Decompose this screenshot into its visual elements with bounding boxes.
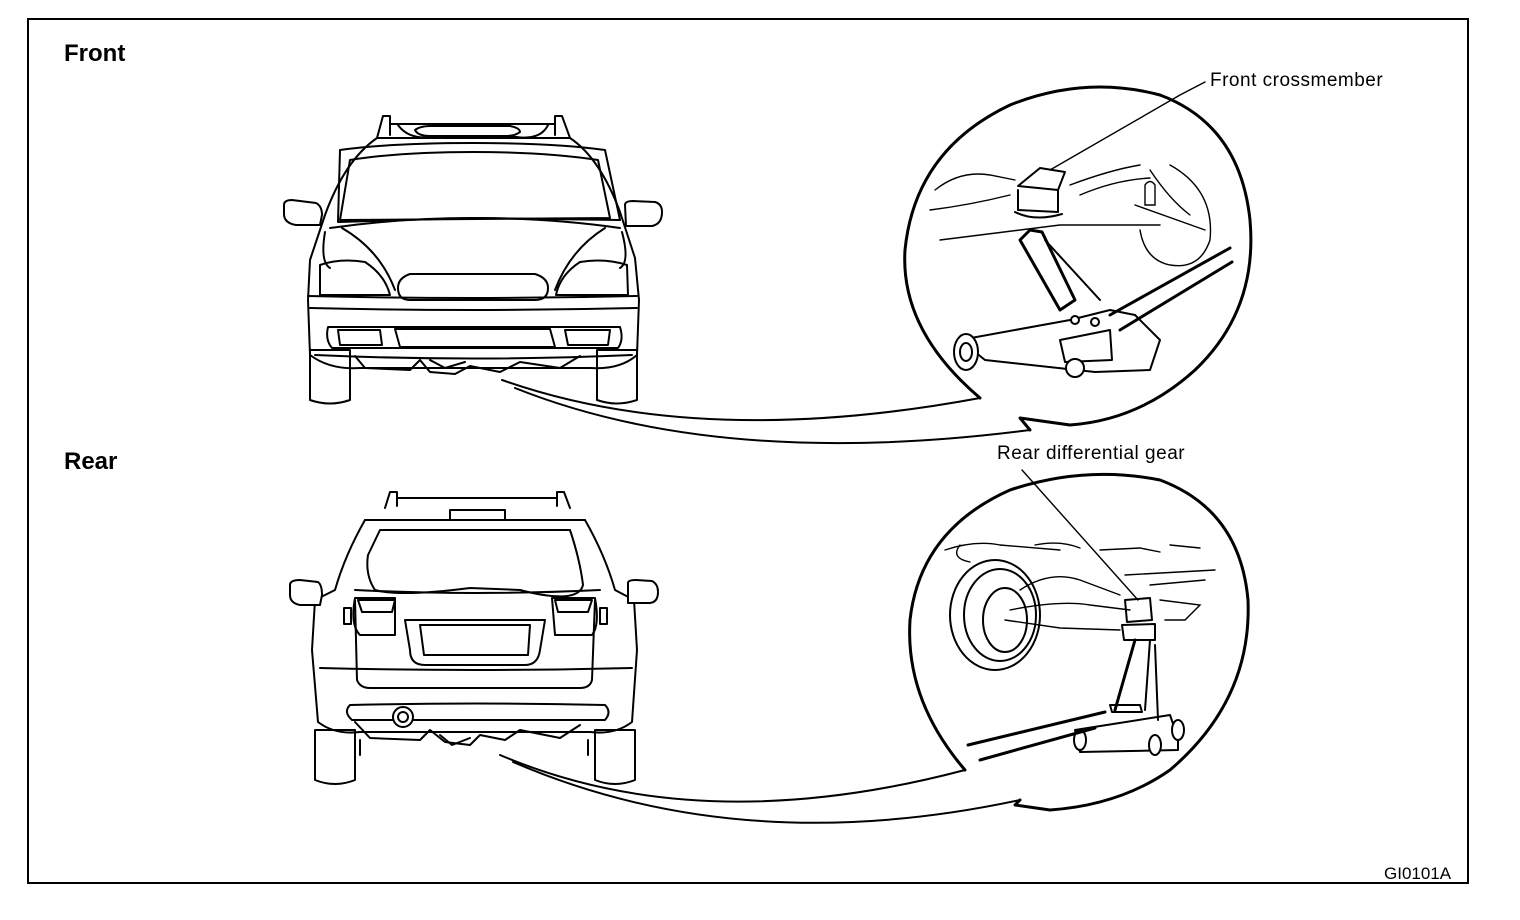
car-front-view-icon <box>284 116 662 404</box>
rear-pointer <box>500 755 965 802</box>
rear-differential-callout: Rear differential gear <box>997 443 1186 464</box>
front-section-title: Front <box>64 40 126 67</box>
front-crossmember-callout: Front crossmember <box>1210 70 1384 91</box>
floor-jack-front-crossmember-detail <box>905 82 1251 430</box>
car-rear-view-icon <box>290 492 658 784</box>
front-pointer <box>502 380 980 420</box>
floor-jack-rear-differential-detail <box>910 470 1249 810</box>
figure-id: GI0101A <box>1384 864 1452 883</box>
figure-frame <box>27 18 1469 884</box>
rear-section-title: Rear <box>64 448 118 475</box>
